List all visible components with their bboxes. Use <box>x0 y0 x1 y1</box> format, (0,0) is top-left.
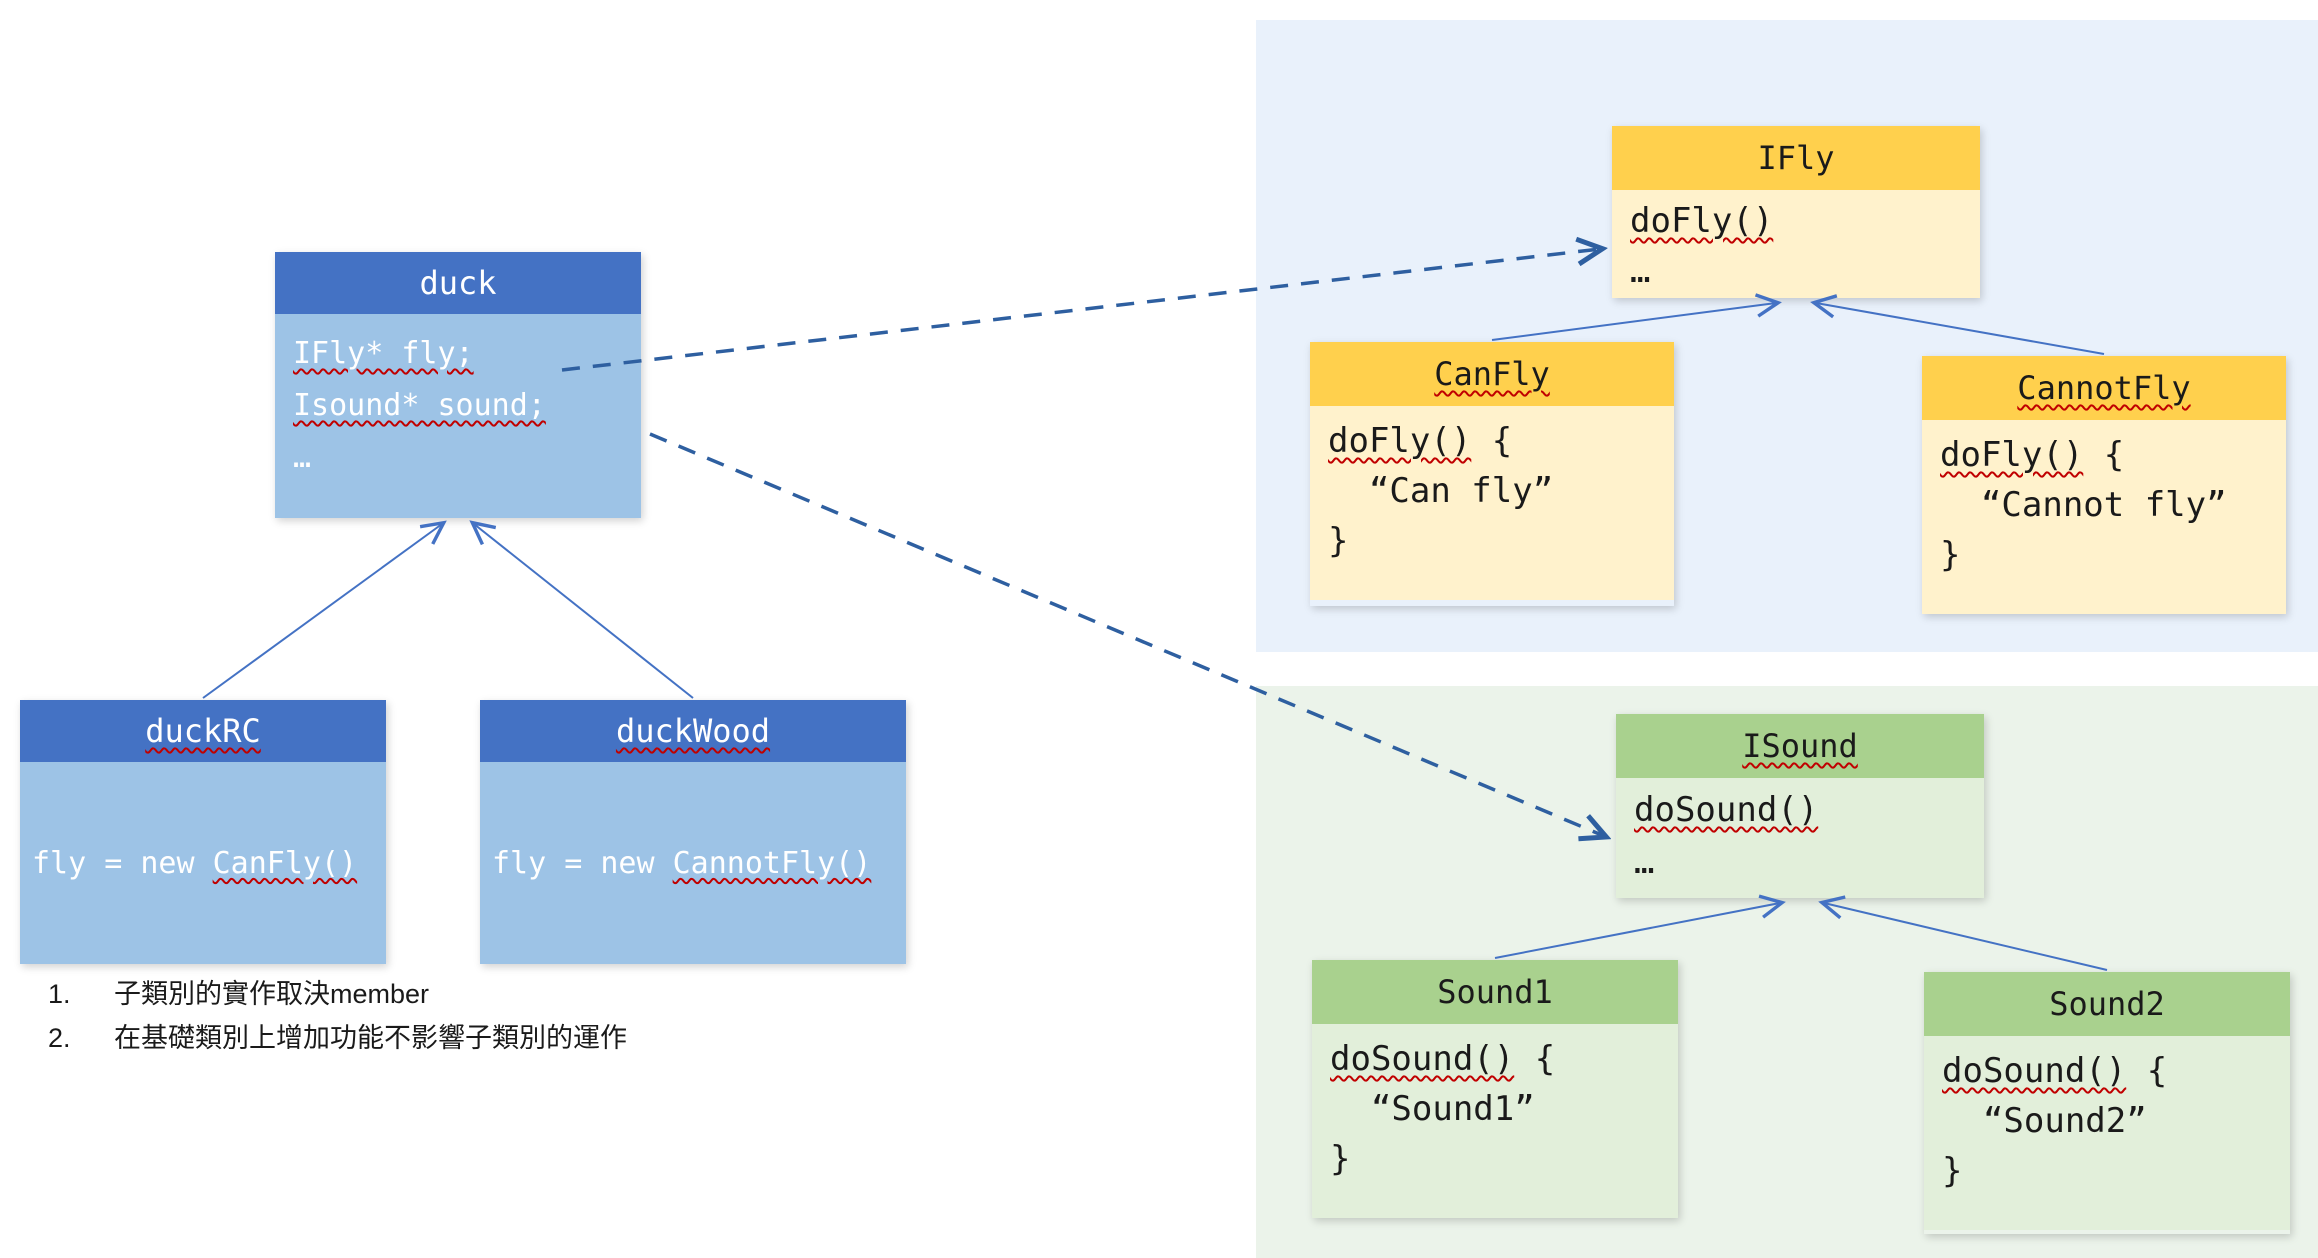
code-line: doFly() <box>1630 196 1980 246</box>
code-segment: { <box>2083 435 2125 475</box>
code-segment: IFly* fly; <box>293 336 474 371</box>
code-line: } <box>1328 516 1674 566</box>
code-segment: doFly() <box>1328 421 1472 461</box>
class-box-duckrc: duckRC fly = new CanFly() <box>20 700 386 964</box>
code-segment: “Sound1” <box>1330 1089 1535 1129</box>
code-segment: Isound* sound; <box>293 388 546 423</box>
class-title-text: CannotFly <box>2017 369 2191 407</box>
code-line: fly = new CannotFly() <box>492 846 871 881</box>
class-title-sound1: Sound1 <box>1312 960 1678 1024</box>
class-title-canfly: CanFly <box>1310 342 1674 406</box>
class-title-isound: ISound <box>1616 714 1984 778</box>
class-title-sound2: Sound2 <box>1924 972 2290 1036</box>
code-segment: doSound() <box>1942 1051 2127 1091</box>
class-title-text: IFly <box>1757 139 1835 177</box>
code-segment: doFly() <box>1630 201 1774 241</box>
class-title-duckrc: duckRC <box>20 700 386 762</box>
code-line: “Sound1” <box>1330 1084 1678 1134</box>
class-box-isound: ISound doSound() … <box>1616 714 1984 898</box>
code-segment: { <box>1471 421 1513 461</box>
code-segment: “Sound2” <box>1942 1101 2147 1141</box>
class-title-text: Sound1 <box>1437 973 1553 1011</box>
class-body-duckrc: fly = new CanFly() <box>20 762 386 964</box>
code-segment: doSound() <box>1330 1039 1515 1079</box>
code-segment: doSound() <box>1634 790 1819 830</box>
class-body-sound2: doSound() { “Sound2”} <box>1924 1036 2290 1230</box>
code-segment: { <box>2126 1051 2168 1091</box>
class-body-canfly: doFly() { “Can fly”} <box>1310 406 1674 600</box>
class-body-cannotfly: doFly() { “Cannot fly”} <box>1922 420 2286 614</box>
class-title-ifly: IFly <box>1612 126 1980 190</box>
code-line: doFly() { <box>1940 430 2286 480</box>
class-box-duckwood: duckWood fly = new CannotFly() <box>480 700 906 964</box>
note-number: 2. <box>48 1023 71 1053</box>
code-segment: doFly() <box>1940 435 2084 475</box>
code-segment: … <box>1630 251 1651 291</box>
code-segment: … <box>293 440 312 475</box>
code-segment: CanFly() <box>212 845 358 881</box>
code-line: fly = new CanFly() <box>32 846 357 881</box>
class-title-text: duck <box>419 264 497 302</box>
note-item: 2. 在基礎類別上增加功能不影響子類別的運作 <box>48 1016 1028 1060</box>
class-title-text: duckWood <box>615 712 771 750</box>
code-line: } <box>1940 530 2286 580</box>
code-segment: … <box>1634 842 1655 882</box>
code-line: “Cannot fly” <box>1940 480 2286 530</box>
class-body-ifly: doFly() … <box>1612 190 1980 298</box>
code-segment: “Can fly” <box>1328 471 1554 511</box>
class-title-duck: duck <box>275 252 641 314</box>
class-box-canfly: CanFly doFly() { “Can fly”} <box>1310 342 1674 606</box>
note-text: 在基礎類別上增加功能不影響子類別的運作 <box>114 1023 627 1053</box>
code-segment: fly = new <box>32 845 213 881</box>
code-line: doSound() <box>1634 784 1984 836</box>
code-line: … <box>293 432 641 484</box>
code-line: } <box>1330 1134 1678 1184</box>
class-box-sound2: Sound2 doSound() { “Sound2”} <box>1924 972 2290 1234</box>
class-title-text: ISound <box>1742 727 1858 765</box>
code-segment: } <box>1940 535 1961 575</box>
code-line: … <box>1630 246 1980 296</box>
code-line: “Can fly” <box>1328 466 1674 516</box>
code-segment: } <box>1330 1139 1351 1179</box>
class-box-ifly: IFly doFly() … <box>1612 126 1980 298</box>
code-line: IFly* fly; <box>293 328 641 380</box>
class-body-duck: IFly* fly; Isound* sound; … <box>275 314 641 518</box>
note-number: 1. <box>48 979 71 1009</box>
code-segment: } <box>1328 521 1349 561</box>
notes-list: 1. 子類別的實作取決member 2. 在基礎類別上增加功能不影響子類別的運作 <box>48 972 1028 1060</box>
code-line: … <box>1634 836 1984 888</box>
code-segment: fly = new <box>492 845 673 881</box>
inheritance-arrow-duckrc-duck <box>202 520 447 699</box>
code-line: doSound() { <box>1330 1034 1678 1084</box>
class-title-duckwood: duckWood <box>480 700 906 762</box>
code-segment: { <box>1514 1039 1556 1079</box>
class-title-text: duckRC <box>145 712 261 750</box>
code-segment: } <box>1942 1151 1963 1191</box>
code-line: } <box>1942 1146 2290 1196</box>
code-line: doFly() { <box>1328 416 1674 466</box>
note-text: 子類別的實作取決member <box>114 979 430 1009</box>
code-line: Isound* sound; <box>293 380 641 432</box>
code-segment: “Cannot fly” <box>1940 485 2227 525</box>
class-title-text: Sound2 <box>2049 985 2165 1023</box>
class-box-cannotfly: CannotFly doFly() { “Cannot fly”} <box>1922 356 2286 614</box>
code-line: doSound() { <box>1942 1046 2290 1096</box>
class-title-text: CanFly <box>1434 355 1550 393</box>
class-box-duck: duck IFly* fly; Isound* sound; … <box>275 252 641 518</box>
code-line: “Sound2” <box>1942 1096 2290 1146</box>
class-body-isound: doSound() … <box>1616 778 1984 898</box>
class-body-duckwood: fly = new CannotFly() <box>480 762 906 964</box>
inheritance-arrow-duckwood-duck <box>469 520 694 699</box>
class-box-sound1: Sound1 doSound() { “Sound1”} <box>1312 960 1678 1218</box>
class-body-sound1: doSound() { “Sound1”} <box>1312 1024 1678 1218</box>
code-segment: CannotFly() <box>672 845 872 881</box>
class-title-cannotfly: CannotFly <box>1922 356 2286 420</box>
note-item: 1. 子類別的實作取決member <box>48 972 1028 1016</box>
